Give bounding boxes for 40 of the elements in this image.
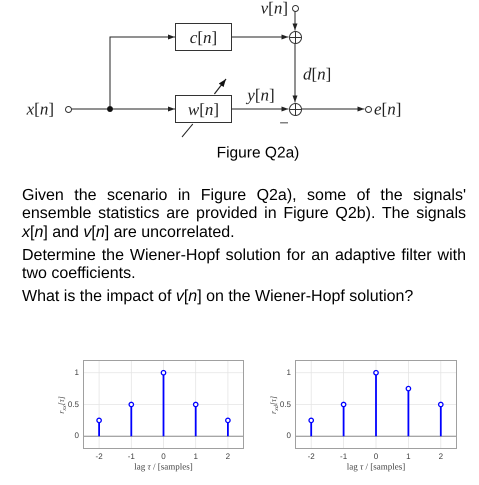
filter-box: c[n] [175,23,232,51]
tick-label: 0.5 [280,400,291,408]
arrow [232,106,289,112]
tick-label: -2 [96,453,103,461]
edge-label: y[n] [246,86,276,104]
tick-label: -1 [128,453,135,461]
arrow [110,34,176,106]
signal-label: v[n] [260,0,288,16]
arrow [232,34,289,40]
figure-caption: Figure Q2a) [216,145,300,161]
tick-label: -2 [308,453,315,461]
signal-label: x[n] [26,100,54,118]
axis-label: lag τ / [samples] [134,462,193,472]
tick-label: 1 [74,368,79,377]
tick-label: -1 [340,453,348,461]
axis-label: lag τ / [samples] [346,462,406,472]
edge-label: d[n] [302,66,332,82]
tick-label: 1 [286,368,291,377]
question-text: Determine the Wiener-Hopf solution for an adaptive filter with two coefficients. [22,246,466,284]
question-text: What is the impact of v[n] on the Wiener-Hopf solution? [22,288,414,307]
question-text: Given the scenario in Figure Q2a), some of the signals' ensemble statistics are provided in Figure Q2b). The signals x[n] and v[n] are uncorrelated. [22,187,466,242]
tick-label: 0 [374,453,378,461]
tick-label: 2 [226,453,230,461]
arrow [301,106,365,112]
summing-junction [288,30,302,44]
tick-label: 0 [74,432,79,440]
tick-label: 1 [193,453,198,461]
arrow [292,43,298,103]
arrow [292,11,298,31]
signal-label: e[n] [374,100,402,118]
tick-label: 0 [286,432,291,440]
summing-junction [288,102,302,116]
connector-line [71,108,108,110]
filter-box: w[n] [175,95,232,123]
signal-label: − [279,114,289,132]
arrow [112,106,176,112]
tick-label: 0.5 [68,400,79,408]
tick-label: 1 [406,453,411,461]
tick-label: 2 [438,453,444,461]
tick-label: 0 [161,453,166,461]
